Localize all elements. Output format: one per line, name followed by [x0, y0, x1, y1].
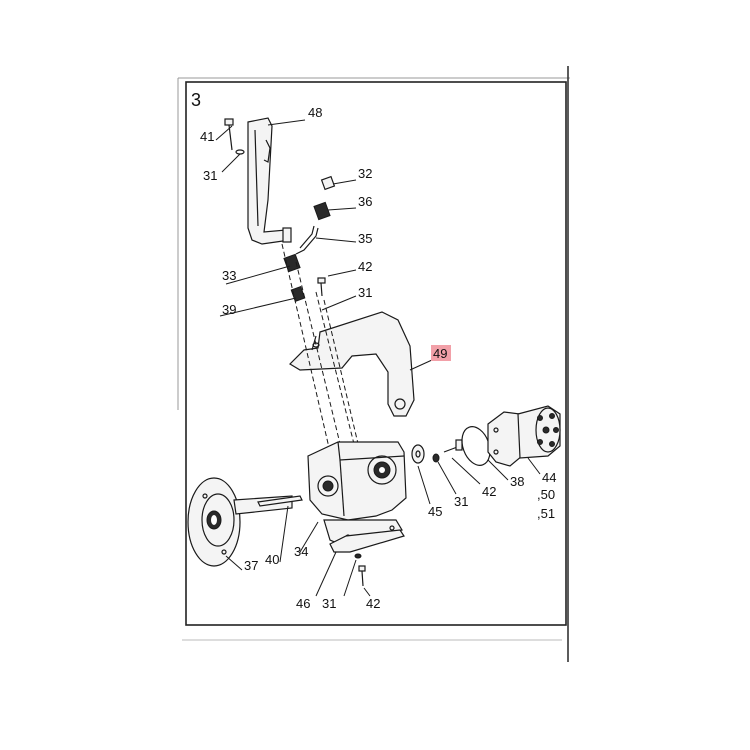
callout-39: 39 [222, 302, 236, 317]
main-bracket-part [289, 311, 415, 417]
leader-42b [451, 457, 481, 485]
leader-34 [299, 521, 319, 553]
leader-32 [332, 179, 357, 185]
callout-36: 36 [358, 194, 372, 209]
leader-37 [225, 555, 243, 571]
leader-49 [409, 359, 433, 371]
key-40 [257, 495, 303, 507]
leader-39 [219, 297, 297, 317]
callout-48: 48 [308, 105, 322, 120]
callout-31b: 31 [358, 285, 372, 300]
upper-bracket-part [247, 117, 292, 245]
figure-number: 3 [191, 90, 201, 110]
hose-35 [295, 225, 319, 255]
leader-38 [487, 459, 509, 481]
callout-34: 34 [294, 544, 308, 559]
bolt-42-bottom [358, 565, 366, 587]
callout-42b: 42 [482, 484, 496, 499]
washer-31-upper [235, 149, 245, 155]
leader-41 [215, 125, 233, 141]
leader-33 [225, 265, 291, 285]
callout-37: 37 [244, 558, 258, 573]
washer-31-motor [432, 453, 440, 463]
callout-33: 33 [222, 268, 236, 283]
callout-31a: 31 [203, 168, 217, 183]
leader-36 [327, 207, 357, 211]
leader-31b [321, 295, 357, 311]
alignment-lines [281, 243, 361, 453]
fitting-32 [320, 175, 336, 191]
leader-35 [315, 237, 357, 243]
fitting-33 [283, 253, 301, 273]
callout-49: 49 [433, 346, 447, 361]
callout-49-highlight [431, 345, 451, 361]
leader-48 [267, 119, 306, 126]
fitting-39 [290, 286, 306, 302]
bottom-plate-46 [329, 529, 405, 553]
callout-41: 41 [200, 129, 214, 144]
washer-45 [411, 444, 425, 464]
leader-31a [221, 153, 241, 173]
leader-45 [417, 465, 431, 505]
callout-32: 32 [358, 166, 372, 181]
callout-38: 38 [510, 474, 524, 489]
leader-44 [527, 457, 541, 475]
callout-40: 40 [265, 552, 279, 567]
fitting-36 [313, 201, 331, 221]
leader-40 [279, 505, 289, 563]
leader-42c [363, 587, 371, 597]
leader-31c [437, 461, 457, 495]
bolt-42-middle [317, 277, 326, 297]
hydraulic-motor [487, 405, 561, 467]
callout-31d: 31 [322, 596, 336, 611]
callout-51: ,51 [537, 506, 555, 521]
leader-31d [343, 559, 357, 597]
leader-46 [315, 551, 337, 597]
callout-35: 35 [358, 231, 372, 246]
leader-42a [327, 269, 357, 277]
bolt-42-motor [443, 439, 463, 453]
callout-46: 46 [296, 596, 310, 611]
callout-42c: 42 [366, 596, 380, 611]
callout-45: 45 [428, 504, 442, 519]
callout-50: ,50 [537, 487, 555, 502]
callout-44: 44 [542, 470, 556, 485]
callout-31c: 31 [454, 494, 468, 509]
diagram-frame [177, 66, 570, 662]
washer-31-bottom [354, 553, 362, 559]
bolt-41 [224, 118, 234, 151]
callout-42a: 42 [358, 259, 372, 274]
